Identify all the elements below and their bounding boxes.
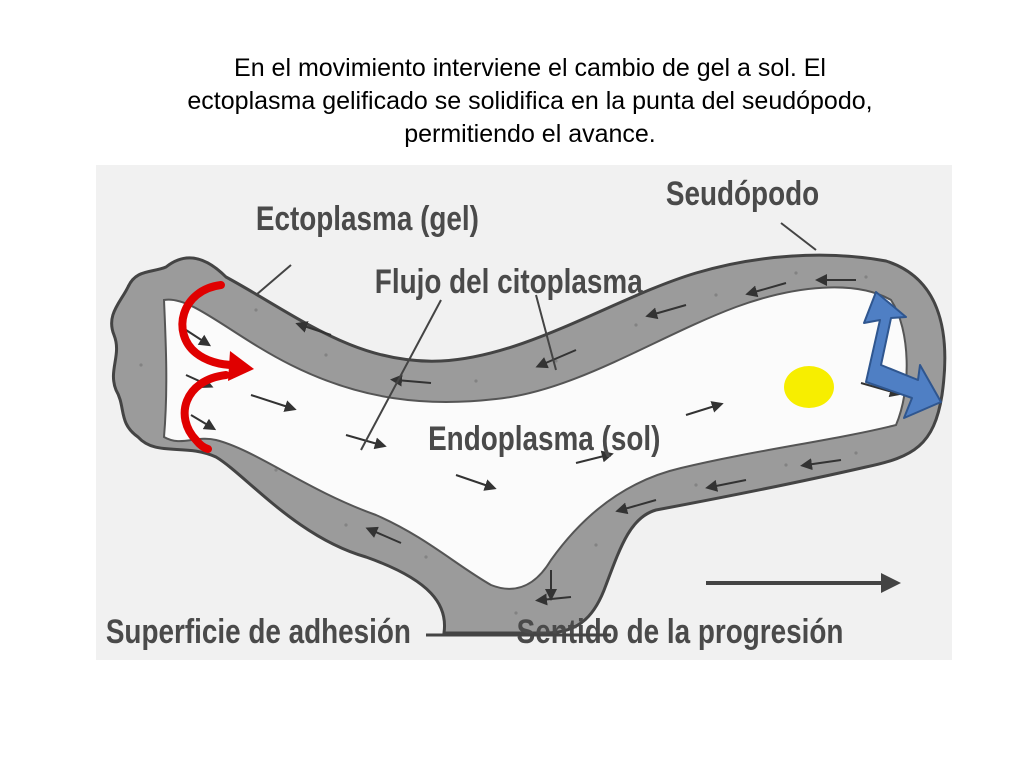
caption-line-2: ectoplasma gelificado se solidifica en l… [187,87,873,115]
label-leader-lines [255,222,817,451]
label-ectoplasma: Ectoplasma (gel) [256,199,479,237]
red-curved-arrow-bottom [180,371,230,453]
label-superficie-adhesion: Superficie de adhesión [106,612,411,650]
label-flujo-citoplasma: Flujo del citoplasma [375,262,644,300]
blue-bent-arrow [863,291,942,419]
red-curved-arrow-top [178,281,238,369]
label-sentido-progresion: Sentido de la progresión [517,612,844,650]
red-arrowhead [228,351,254,381]
red-curved-arrows [178,281,254,453]
amoeba-movement-diagram: Ectoplasma (gel) Seudópodo Flujo del cit… [96,165,952,660]
ectoplasm-flow-arrows [295,274,856,606]
label-seudopodo: Seudópodo [666,174,819,212]
caption-line-1: En el movimiento interviene el cambio de… [234,54,826,82]
slide-caption: En el movimiento interviene el cambio de… [150,52,910,151]
endoplasm-region [162,286,908,590]
caption-line-3: permitiendo el avance. [404,120,656,148]
ectoplasm-texture [139,271,868,615]
yellow-dot [784,366,834,408]
label-endoplasma: Endoplasma (sol) [428,419,660,457]
